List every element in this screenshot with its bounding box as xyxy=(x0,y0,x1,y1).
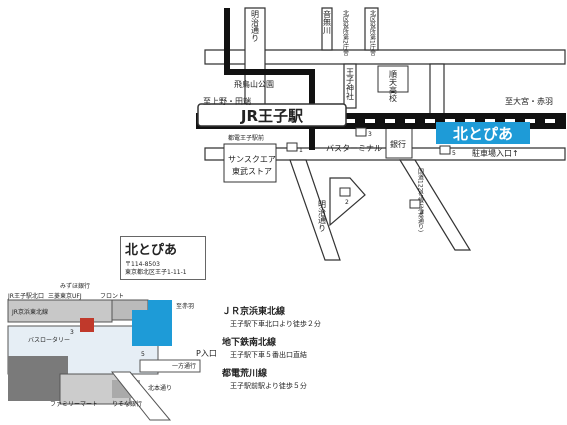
subway-icon-e2: 2 xyxy=(339,187,351,206)
otonashi-label: 音無川 xyxy=(323,9,332,34)
exit-4: 4 xyxy=(420,209,424,216)
tobu-label: 東武ストア xyxy=(232,166,272,176)
sunsquare-label: サンスクエア xyxy=(228,155,276,164)
ward-office-2-label: 北区役所第2庁舎 xyxy=(342,9,349,57)
inset-to-akabane: 至赤羽 xyxy=(176,303,194,310)
subway-icon-e4: 4 xyxy=(409,199,424,216)
station-name: JR王子駅 xyxy=(240,107,304,125)
meiji-north-label: 明治通り xyxy=(251,10,260,42)
asukayama-label: 飛鳥山公園 xyxy=(234,79,274,89)
inset-parking: P入口 xyxy=(196,349,217,358)
inset-kitahondori: 北本通り xyxy=(148,384,172,392)
inset-mitsubishi: 三菱東京UFJ xyxy=(48,292,82,300)
inset-familymart: ファミリーマート xyxy=(50,401,98,408)
inset-map xyxy=(7,299,201,421)
route-item: 都電荒川線 王子駅前駅より徒歩５分 xyxy=(222,366,402,391)
inset-oneway: 一方通行 xyxy=(172,362,196,370)
subway-icon-e5: 5 xyxy=(439,145,456,157)
route-line: 地下鉄南北線 xyxy=(222,338,277,348)
transit-routes: ＪＲ京浜東北線 王子駅下車北口より徒歩２分 地下鉄南北線 王子駅下車５番出口直結… xyxy=(222,304,402,397)
route-line: 都電荒川線 xyxy=(222,369,268,379)
route-item: 地下鉄南北線 王子駅下車５番出口直結 xyxy=(222,335,402,360)
sunsquare-block xyxy=(223,143,277,183)
inset-exit3: 3 xyxy=(70,329,74,336)
exit-5: 5 xyxy=(452,150,456,157)
high-school-label: 順天高校 xyxy=(389,70,398,103)
inset-mizuho: みずほ銀行 xyxy=(60,282,90,290)
inset-resona: りそな銀行 xyxy=(112,400,142,408)
subway-icon-e3: 3 xyxy=(355,127,372,138)
inset-exit5: 5 xyxy=(141,351,145,358)
venue-address: 東京都北区王子1-11-1 xyxy=(125,269,187,276)
venue-name: 北とぴあ xyxy=(125,243,178,258)
route-detail: 王子駅前駅より徒歩５分 xyxy=(230,382,307,390)
bank-block xyxy=(385,127,413,159)
bus-terminal-label: バスターミナル xyxy=(326,144,382,153)
inset-jr-north: JR王子駅北口 xyxy=(7,292,44,300)
subway-icon-e1: 1 xyxy=(286,142,303,154)
ward-office-1-label: 北区役所第1庁舎 xyxy=(369,9,376,57)
oji-jinja-label: 王子神社 xyxy=(346,68,355,101)
route-line: ＪＲ京浜東北線 xyxy=(222,307,286,317)
bank-label: 銀行 xyxy=(390,139,406,149)
inset-front: フロント xyxy=(100,293,124,300)
venue-label: 北とぴあ xyxy=(453,125,513,143)
toden-stop-label: 都電王子駅前 xyxy=(228,134,264,142)
exit-2: 2 xyxy=(345,199,349,206)
subway-exit-icons: 1 2 3 4 5 xyxy=(286,127,456,216)
station-box xyxy=(197,103,347,127)
meiji-south-label: 明治通り xyxy=(318,200,327,232)
exit-3: 3 xyxy=(368,131,372,138)
venue-box xyxy=(436,122,530,144)
venue-postal: 〒114-8503 xyxy=(125,261,160,268)
route-item: ＪＲ京浜東北線 王子駅下車北口より徒歩２分 xyxy=(222,304,402,329)
to-ueno-label: 至上野・田端 xyxy=(203,96,251,106)
route-detail: 王子駅下車北口より徒歩２分 xyxy=(230,320,321,328)
inset-rotary: バスロータリー xyxy=(28,336,70,344)
high-school-block xyxy=(377,65,409,93)
exit-1: 1 xyxy=(299,147,303,154)
inset-jr-line: JR京浜東北線 xyxy=(11,308,48,316)
route-detail: 王子駅下車５番出口直結 xyxy=(230,351,307,359)
to-omiya-label: 至大宮・赤羽 xyxy=(505,96,553,106)
parking-label: 駐車場入口↑ xyxy=(472,148,519,158)
venue-address-card: 北とぴあ 〒114-8503 東京都北区王子1-11-1 xyxy=(120,236,206,280)
